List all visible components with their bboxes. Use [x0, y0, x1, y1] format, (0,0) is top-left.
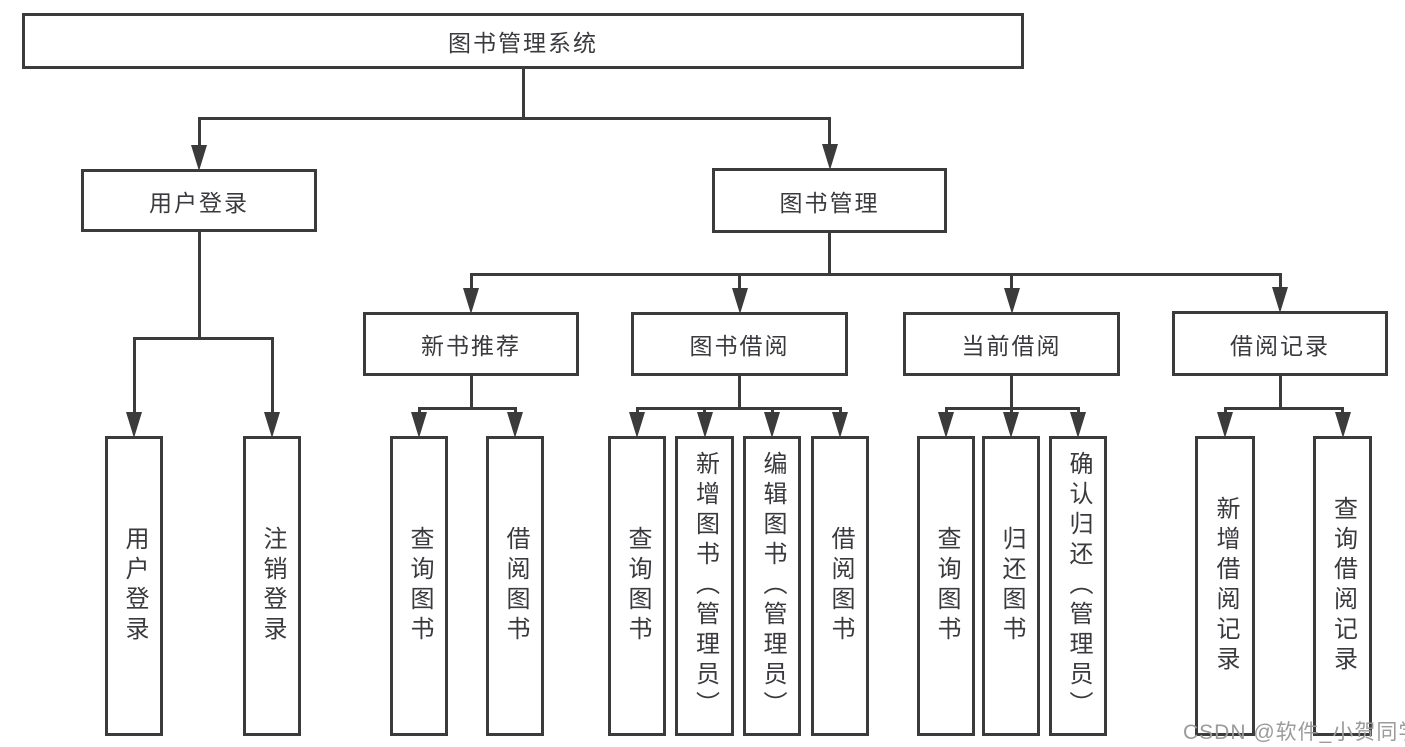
node-label: 图书管理系统 — [448, 30, 598, 56]
arrow-down-icon — [764, 412, 780, 438]
node-bb-query: 查询图书 — [608, 436, 666, 736]
connector-line — [197, 117, 201, 161]
node-user-login: 用户登录 — [81, 169, 317, 232]
arrow-down-icon — [629, 412, 645, 438]
node-nb-borrow: 借阅图书 — [486, 436, 544, 736]
node-cb-query: 查询图书 — [917, 436, 975, 736]
connector-line — [828, 117, 831, 160]
node-book-borrow: 图书借阅 — [631, 312, 848, 376]
connector-line — [197, 117, 831, 120]
node-new-book-rec: 新书推荐 — [363, 312, 579, 376]
node-label: 图书借阅 — [689, 333, 790, 359]
connector-line — [1223, 407, 1344, 410]
arrow-down-icon — [832, 412, 848, 438]
node-root: 图书管理系统 — [22, 13, 1024, 69]
node-nb-query: 查询图书 — [390, 436, 448, 736]
connector-line — [132, 337, 136, 428]
node-label: 注销登录 — [259, 526, 286, 646]
arrow-down-icon — [821, 144, 838, 170]
connector-line — [738, 376, 741, 410]
node-bb-borrow: 借阅图书 — [811, 436, 869, 736]
node-br-add: 新增借阅记录 — [1195, 436, 1255, 736]
node-book-mgmt: 图书管理 — [712, 168, 947, 233]
arrow-down-icon — [411, 412, 427, 438]
connector-line — [1278, 376, 1282, 410]
node-bb-add: 新增图书（管理员） — [675, 436, 734, 736]
node-label: 借阅图书 — [827, 526, 854, 646]
node-label: 查询图书 — [933, 526, 960, 646]
arrow-down-icon — [507, 412, 523, 438]
connector-line — [828, 233, 831, 276]
node-label: 确认归还（管理员） — [1065, 451, 1092, 721]
arrow-down-icon — [1334, 412, 1351, 438]
connector-line — [417, 407, 517, 410]
connector-line — [521, 69, 525, 120]
node-borrow-record: 借阅记录 — [1172, 311, 1388, 376]
node-label: 查询图书 — [406, 526, 433, 646]
arrow-down-icon — [1070, 412, 1086, 438]
node-label: 用户登录 — [121, 526, 148, 646]
node-label: 查询借阅记录 — [1329, 496, 1357, 676]
node-label: 查询图书 — [624, 526, 651, 646]
watermark: CSDN @软件_小贺同学 — [1183, 721, 1405, 744]
node-ul-logout: 注销登录 — [243, 436, 301, 736]
node-label: 归还图书 — [998, 526, 1025, 646]
arrow-down-icon — [1272, 287, 1288, 313]
connector-line — [469, 273, 1282, 276]
connector-line — [1010, 376, 1013, 410]
arrow-down-icon — [463, 288, 479, 314]
arrow-down-icon — [1003, 288, 1020, 314]
node-br-query: 查询借阅记录 — [1313, 436, 1372, 736]
node-label: 编辑图书（管理员） — [759, 451, 786, 721]
connector-line — [635, 407, 842, 410]
arrow-down-icon — [191, 145, 207, 171]
node-cb-confirm: 确认归还（管理员） — [1049, 436, 1107, 736]
arrow-down-icon — [264, 412, 280, 438]
connector-line — [469, 376, 473, 410]
node-label: 新书推荐 — [421, 333, 521, 359]
arrow-down-icon — [126, 412, 142, 438]
node-label: 新增图书（管理员） — [691, 451, 719, 721]
node-label: 新增借阅记录 — [1212, 496, 1239, 676]
arrow-down-icon — [696, 412, 713, 438]
connector-line — [197, 232, 201, 340]
node-current-borrow: 当前借阅 — [903, 312, 1120, 376]
node-label: 图书管理 — [779, 189, 880, 216]
node-bb-edit: 编辑图书（管理员） — [743, 436, 801, 736]
arrow-down-icon — [1217, 412, 1233, 438]
node-cb-return: 归还图书 — [982, 436, 1040, 736]
node-label: 当前借阅 — [961, 333, 1062, 359]
arrow-down-icon — [938, 412, 954, 438]
node-label: 用户登录 — [149, 189, 249, 216]
connector-line — [132, 337, 274, 340]
node-ul-login: 用户登录 — [105, 436, 163, 736]
connector-line — [270, 337, 274, 428]
node-label: 借阅图书 — [502, 526, 529, 646]
node-label: 借阅记录 — [1230, 332, 1330, 359]
arrow-down-icon — [1003, 412, 1019, 438]
arrow-down-icon — [731, 288, 748, 314]
